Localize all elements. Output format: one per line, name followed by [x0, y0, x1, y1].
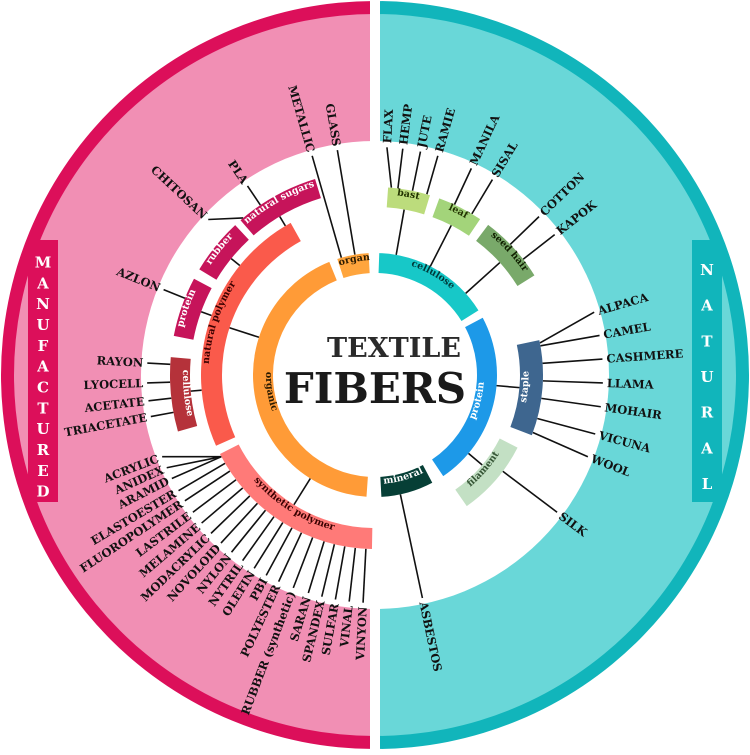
- manufactured-letter: E: [37, 462, 48, 480]
- fiber-label-rayon: RAYON: [96, 353, 144, 369]
- title-line-2: FIBERS: [284, 364, 466, 413]
- connector-lyocell: [147, 382, 170, 383]
- natural-letter: N: [700, 261, 714, 279]
- manufactured-letter: A: [36, 358, 49, 376]
- natural-letter: A: [700, 297, 713, 315]
- manufactured-letter: U: [36, 316, 49, 334]
- manufactured-letter: D: [36, 483, 49, 501]
- natural-letter: U: [700, 368, 713, 386]
- fiber-label-vinyon: VINYON: [353, 606, 370, 662]
- fiber-label-lyocell: LYOCELL: [83, 376, 143, 392]
- natural-letter: T: [701, 332, 713, 350]
- manufactured-letter: M: [35, 253, 52, 271]
- fiber-label-llama: LLAMA: [607, 376, 655, 392]
- fiber-label-flax: FLAX: [380, 109, 396, 144]
- manufactured-letter: A: [36, 274, 49, 292]
- natural-letter: R: [701, 404, 714, 422]
- manufactured-letter: U: [36, 420, 49, 438]
- natural-letter: L: [702, 475, 713, 493]
- title-line-1: TEXTILE: [327, 333, 461, 364]
- link-natural-polymer-cellulose-m: [191, 390, 202, 391]
- manufactured-letter: R: [37, 441, 50, 459]
- manufactured-letter: C: [37, 378, 49, 396]
- natural-letter: A: [700, 439, 713, 457]
- manufactured-letter: F: [38, 337, 49, 355]
- manufactured-letter: N: [36, 295, 50, 313]
- manufactured-letter: T: [37, 399, 49, 417]
